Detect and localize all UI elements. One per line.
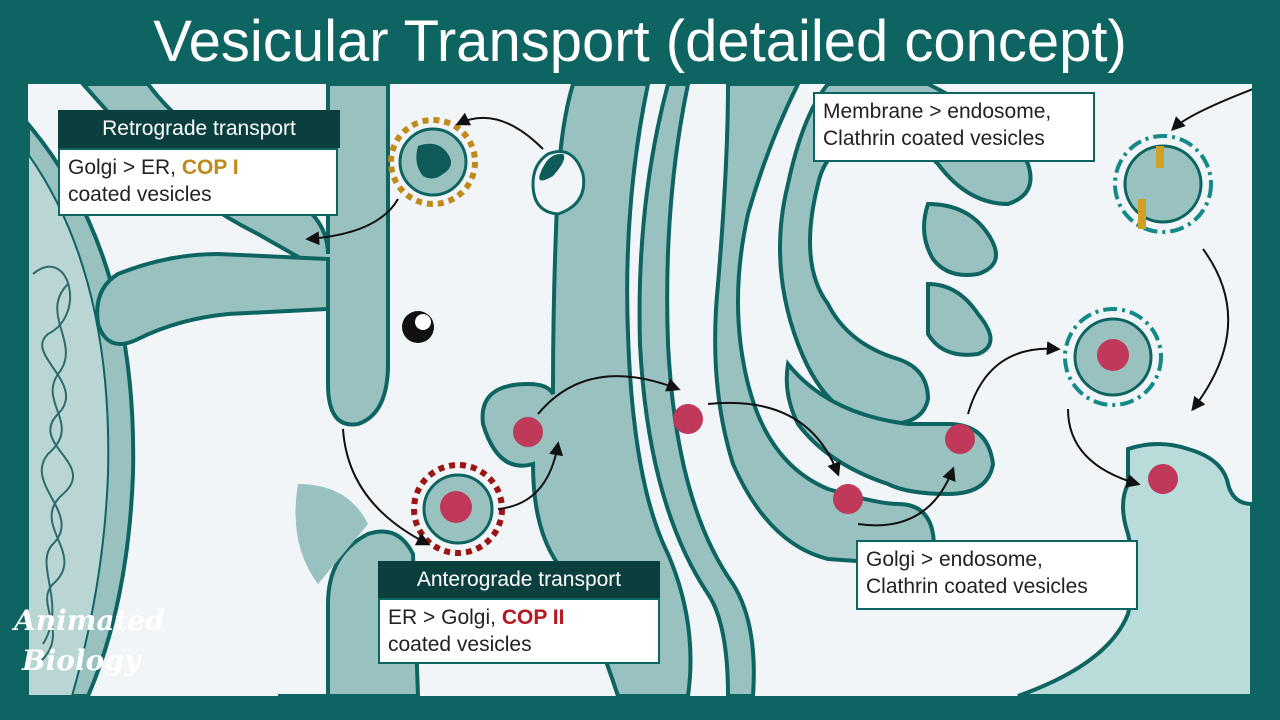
logo-line1: Animated [14, 604, 165, 637]
cop1-cargo-budding [539, 153, 565, 181]
clathrin-vesicle-membrane [1113, 134, 1213, 234]
cop2-text: COP II [501, 606, 565, 629]
retrograde-header: Retrograde transport [58, 110, 340, 148]
golgi-stack [637, 84, 1033, 696]
pin-icon [402, 311, 434, 343]
page-title: Vesicular Transport (detailed concept) [153, 8, 1127, 74]
anterograde-header: Anterograde transport [378, 561, 660, 599]
membrane-endosome-route: Membrane > endosome, [823, 100, 1052, 123]
diagram-panel: Retrograde transport Golgi > ER, COP I c… [28, 84, 1252, 696]
anterograde-vesicle-type: coated vesicles [388, 633, 532, 656]
membrane-endosome-vesicle-type: Clathrin coated vesicles [823, 127, 1045, 150]
membrane-endosome-label: Membrane > endosome, Clathrin coated ves… [813, 92, 1095, 162]
cargo-proteins [513, 404, 1178, 514]
golgi-endosome-route: Golgi > endosome, [866, 548, 1043, 571]
retrograde-label: Golgi > ER, COP I coated vesicles [58, 148, 338, 216]
retrograde-vesicle-type: coated vesicles [68, 183, 212, 206]
nucleus [28, 120, 136, 696]
cop1-text: COP I [181, 156, 239, 179]
cop2-vesicle [411, 462, 505, 556]
anterograde-label: ER > Golgi, COP II coated vesicles [378, 598, 660, 664]
cop1-vesicle [388, 117, 478, 207]
diagram-illustration [28, 84, 1252, 696]
golgi-endosome-label: Golgi > endosome, Clathrin coated vesicl… [856, 540, 1138, 610]
animated-biology-logo: Animated Biology [8, 600, 165, 690]
retrograde-route: Golgi > ER, [68, 156, 182, 179]
golgi-endosome-vesicle-type: Clathrin coated vesicles [866, 575, 1088, 598]
logo-line2: Biology [22, 644, 141, 677]
clathrin-vesicle-golgi [1063, 307, 1163, 407]
anterograde-route: ER > Golgi, [388, 606, 502, 629]
transport-arrows [305, 88, 1252, 546]
